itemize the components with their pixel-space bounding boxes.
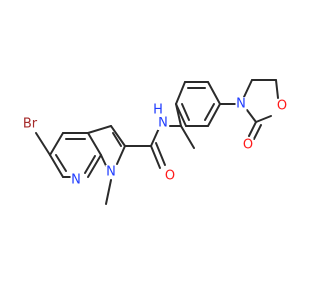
bond <box>87 154 102 178</box>
bond <box>55 154 67 172</box>
atom-label-bg <box>235 97 247 111</box>
bond <box>204 103 215 121</box>
bond <box>112 132 122 147</box>
bond <box>84 155 96 174</box>
bond <box>275 79 279 99</box>
bond <box>243 79 253 98</box>
bond <box>255 115 272 123</box>
bond <box>253 124 262 140</box>
atom-label-h-amide: H <box>153 103 163 118</box>
bond <box>49 154 64 178</box>
atom-label-bg <box>70 173 82 187</box>
atom-label-n-ox: N <box>236 97 246 112</box>
bond <box>116 145 126 165</box>
bond <box>175 103 187 127</box>
atom-label-bg <box>242 138 254 152</box>
atom-label-o-carbonyl: O <box>243 138 253 153</box>
atom-label-bg <box>152 103 164 117</box>
bond <box>49 132 64 156</box>
atom-label-o-amide: O <box>165 169 175 184</box>
atom-label-bg <box>157 116 169 130</box>
atom-label-br: Br <box>23 117 38 132</box>
atom-label-n-amide: N <box>158 116 168 131</box>
bond <box>105 179 112 205</box>
atom-label-o-ring: O <box>277 99 287 114</box>
bond <box>175 81 186 105</box>
bond <box>207 103 221 127</box>
atom-label-bg <box>105 165 117 179</box>
bond <box>248 121 257 137</box>
bond <box>180 125 195 149</box>
atom-label-n-py: N <box>71 173 81 188</box>
bond <box>246 109 257 123</box>
bond <box>181 103 190 121</box>
bond <box>207 81 221 105</box>
atom-label-n-me: N <box>106 165 116 180</box>
atom-label-bg <box>21 117 39 131</box>
bond <box>87 125 112 134</box>
bond <box>87 132 102 156</box>
atom-label-bg <box>164 169 176 183</box>
bond <box>150 145 161 169</box>
bond <box>110 125 126 147</box>
bond <box>35 132 51 156</box>
bond <box>155 142 166 166</box>
atom-label-bg <box>276 99 288 113</box>
